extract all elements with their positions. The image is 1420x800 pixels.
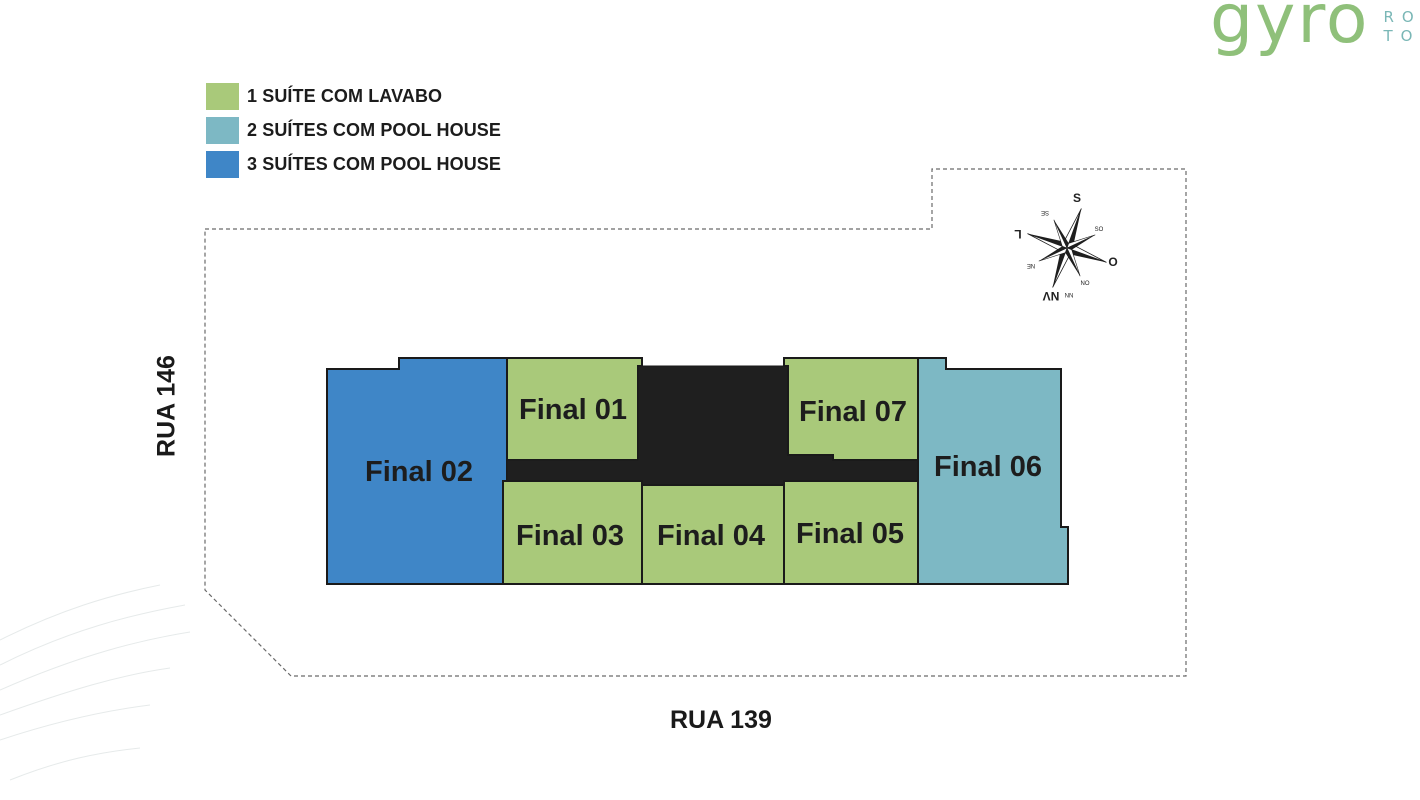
brand-logo-subtitle: RO TO <box>1383 8 1420 46</box>
brand-logo: gyro RO TO <box>1210 0 1420 54</box>
unit-label-final-05: Final 05 <box>796 518 904 550</box>
compass-label-ne: SO <box>1095 227 1104 233</box>
brand-subtitle-line2: TO <box>1383 27 1420 45</box>
unit-label-final-06: Final 06 <box>934 451 1042 483</box>
compass-label-nw: SE <box>1041 209 1049 215</box>
legend-label-2-suites: 2 SUÍTES COM POOL HOUSE <box>247 119 502 140</box>
background-swirl-decoration <box>0 584 191 781</box>
compass-label-ssw: NN <box>1065 291 1074 297</box>
street-label-left: RUA 146 <box>152 355 181 457</box>
brand-logo-word: gyro <box>1210 0 1369 54</box>
legend: 1 SUÍTE COM LAVABO 2 SUÍTES COM POOL HOU… <box>206 79 501 181</box>
brand-subtitle-line1: RO <box>1383 8 1420 26</box>
unit-label-final-04: Final 04 <box>657 520 765 552</box>
street-label-bottom: RUA 139 <box>670 706 772 734</box>
compass-label-se: NO <box>1081 281 1090 287</box>
lot-boundary <box>204 168 1187 677</box>
unit-label-final-02: Final 02 <box>365 456 473 488</box>
compass-label-s: NV <box>1043 289 1060 303</box>
brand-logo-text: gyro <box>1210 0 1370 59</box>
unit-label-final-03: Final 03 <box>516 520 624 552</box>
legend-swatch-3-suites <box>206 150 239 178</box>
compass-label-w: L <box>1014 227 1021 241</box>
legend-label-1-suite: 1 SUÍTE COM LAVABO <box>247 85 443 106</box>
unit-label-final-07: Final 07 <box>799 396 907 428</box>
compass-rose <box>1027 208 1107 288</box>
unit-final-06[interactable] <box>917 357 1069 585</box>
compass-label-n: S <box>1073 191 1081 205</box>
legend-item-3-suites: 3 SUÍTES COM POOL HOUSE <box>206 147 501 181</box>
legend-item-1-suite: 1 SUÍTE COM LAVABO <box>206 79 501 113</box>
compass-label-e: O <box>1108 255 1117 269</box>
legend-item-2-suites: 2 SUÍTES COM POOL HOUSE <box>206 113 501 147</box>
unit-final-05[interactable] <box>783 480 919 585</box>
legend-swatch-2-suites <box>206 116 239 144</box>
compass-label-sw: NE <box>1027 262 1035 268</box>
unit-label-final-01: Final 01 <box>519 394 627 426</box>
legend-swatch-1-suite <box>206 82 239 110</box>
legend-label-3-suites: 3 SUÍTES COM POOL HOUSE <box>247 153 502 174</box>
